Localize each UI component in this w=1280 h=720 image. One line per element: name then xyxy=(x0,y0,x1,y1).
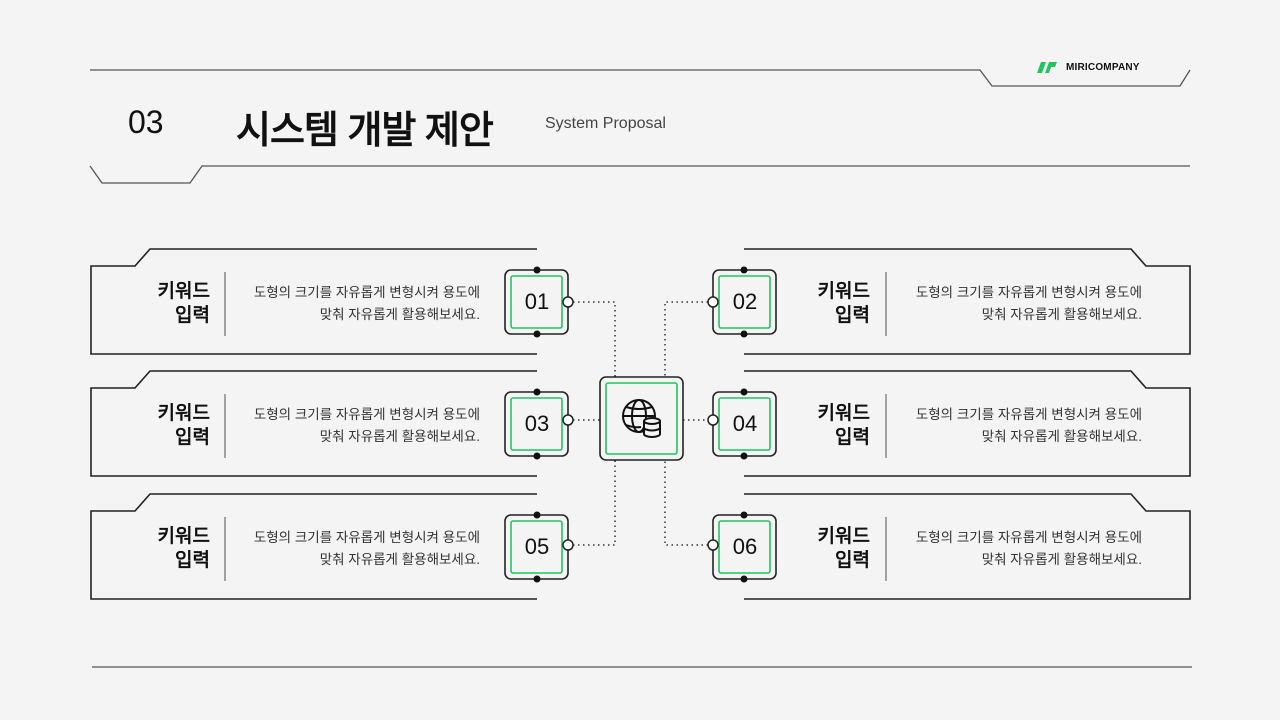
card-desc-line: 맞춰 자유롭게 활용해보세요. xyxy=(981,429,1142,444)
card-desc-01: 도형의 크기를 자유롭게 변형시켜 용도에 맞춰 자유롭게 활용해보세요. xyxy=(160,282,480,326)
step-number-01: 01 xyxy=(524,289,550,314)
number-box-02 xyxy=(707,266,777,338)
card-outline-04 xyxy=(744,370,1191,477)
connector-05 xyxy=(573,460,616,546)
card-desc-line: 맞춰 자유롭게 활용해보세요. xyxy=(981,307,1142,322)
card-title-01: 키워드 입력 xyxy=(90,280,210,328)
header-bottom-rule xyxy=(89,165,1190,184)
step-number-04: 04 xyxy=(732,411,758,436)
card-desc-03: 도형의 크기를 자유롭게 변형시켜 용도에 맞춰 자유롭게 활용해보세요. xyxy=(160,404,480,448)
card-desc-line: 도형의 크기를 자유롭게 변형시켜 용도에 xyxy=(253,407,480,422)
number-box-01 xyxy=(504,266,574,338)
page-subtitle: System Proposal xyxy=(545,115,666,132)
number-box-04 xyxy=(707,388,777,460)
card-desc-line: 맞춰 자유롭게 활용해보세요. xyxy=(319,429,480,444)
card-title-line: 입력 xyxy=(835,550,870,571)
card-desc-line: 도형의 크기를 자유롭게 변형시켜 용도에 xyxy=(253,285,480,300)
step-number-03: 03 xyxy=(524,411,550,436)
card-desc-line: 맞춰 자유롭게 활용해보세요. xyxy=(319,552,480,567)
brand-name: MIRICOMPANY xyxy=(1066,62,1140,73)
card-desc-line: 도형의 크기를 자유롭게 변형시켜 용도에 xyxy=(915,407,1142,422)
card-title-02: 키워드 입력 xyxy=(750,280,870,328)
card-desc-05: 도형의 크기를 자유롭게 변형시켜 용도에 맞춰 자유롭게 활용해보세요. xyxy=(160,527,480,571)
hub-box xyxy=(599,376,684,461)
page-title: 시스템 개발 제안 xyxy=(236,110,494,152)
card-title-line: 키워드 xyxy=(157,403,210,424)
card-title-04: 키워드 입력 xyxy=(750,402,870,450)
card-title-line: 키워드 xyxy=(817,403,870,424)
number-box-06 xyxy=(707,511,777,583)
card-outline-01 xyxy=(90,248,537,355)
card-outline-02 xyxy=(744,248,1191,355)
card-desc-02: 도형의 크기를 자유롭게 변형시켜 용도에 맞춰 자유롭게 활용해보세요. xyxy=(842,282,1142,326)
brand: MIRICOMPANY xyxy=(1066,62,1140,73)
card-desc-line: 도형의 크기를 자유롭게 변형시켜 용도에 xyxy=(915,285,1142,300)
section-number: 03 xyxy=(128,104,164,140)
card-title-line: 입력 xyxy=(835,305,870,326)
card-title-line: 키워드 xyxy=(157,281,210,302)
card-title-line: 키워드 xyxy=(817,526,870,547)
card-title-06: 키워드 입력 xyxy=(750,525,870,573)
number-box-03 xyxy=(504,388,574,460)
card-desc-line: 도형의 크기를 자유롭게 변형시켜 용도에 xyxy=(915,530,1142,545)
brand-logo-icon xyxy=(1037,62,1057,73)
card-title-line: 키워드 xyxy=(157,526,210,547)
card-title-line: 입력 xyxy=(835,427,870,448)
step-number-06: 06 xyxy=(732,534,758,559)
card-outline-05 xyxy=(90,493,537,600)
step-number-02: 02 xyxy=(732,289,758,314)
globe-database-icon xyxy=(622,399,661,438)
card-outline-06 xyxy=(744,493,1191,600)
card-title-line: 입력 xyxy=(175,305,210,326)
card-title-03: 키워드 입력 xyxy=(90,402,210,450)
connector-06 xyxy=(664,460,708,546)
connector-02 xyxy=(664,301,708,378)
card-desc-line: 도형의 크기를 자유롭게 변형시켜 용도에 xyxy=(253,530,480,545)
card-outline-03 xyxy=(90,370,537,477)
card-title-line: 입력 xyxy=(175,550,210,571)
card-desc-line: 맞춰 자유롭게 활용해보세요. xyxy=(981,552,1142,567)
connector-01 xyxy=(573,301,616,378)
card-desc-04: 도형의 크기를 자유롭게 변형시켜 용도에 맞춰 자유롭게 활용해보세요. xyxy=(842,404,1142,448)
header-top-rule xyxy=(90,69,1191,87)
card-desc-line: 맞춰 자유롭게 활용해보세요. xyxy=(319,307,480,322)
card-title-line: 입력 xyxy=(175,427,210,448)
number-box-05 xyxy=(504,511,574,583)
card-desc-06: 도형의 크기를 자유롭게 변형시켜 용도에 맞춰 자유롭게 활용해보세요. xyxy=(842,527,1142,571)
card-title-05: 키워드 입력 xyxy=(90,525,210,573)
card-title-line: 키워드 xyxy=(817,281,870,302)
step-number-05: 05 xyxy=(524,534,550,559)
